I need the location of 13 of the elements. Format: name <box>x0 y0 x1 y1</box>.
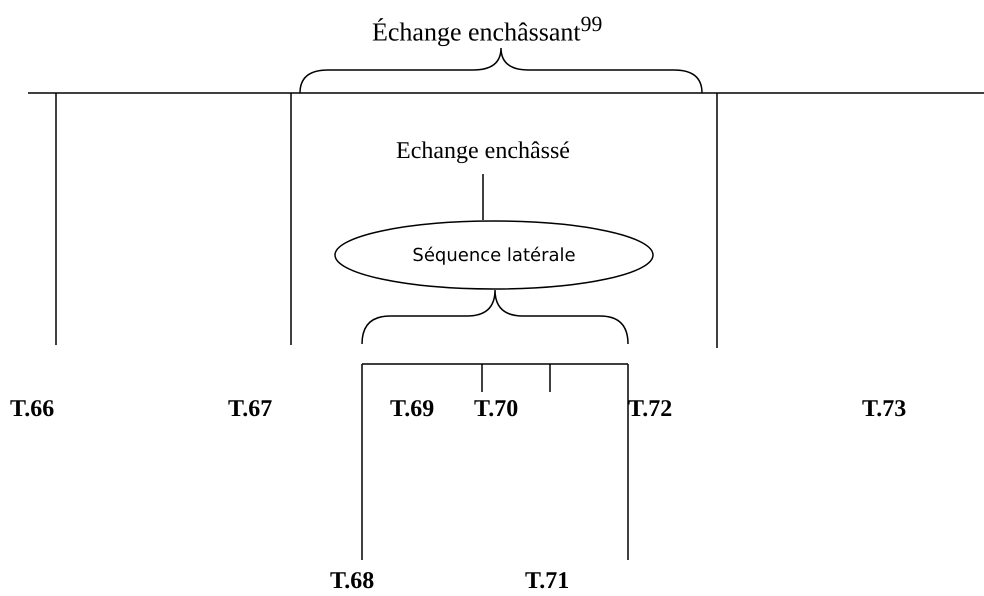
heading: Échange enchâssant$^{99}$ <box>372 12 602 48</box>
turn-label: T.71 <box>525 568 570 595</box>
turn-label: T.69 <box>390 396 434 423</box>
node-label: Séquence latérale <box>412 244 576 266</box>
turn-label: T.70 <box>474 396 518 423</box>
turn-label: T.67 <box>228 396 272 423</box>
turn-label: T.72 <box>628 396 672 423</box>
connector-line <box>482 174 484 220</box>
ellipse-node <box>334 220 654 290</box>
turn-label: T.73 <box>862 396 906 423</box>
turn-label: T.66 <box>10 396 54 423</box>
node-label: Echange enchâssé <box>396 138 570 164</box>
turn-label: T.68 <box>330 568 374 595</box>
